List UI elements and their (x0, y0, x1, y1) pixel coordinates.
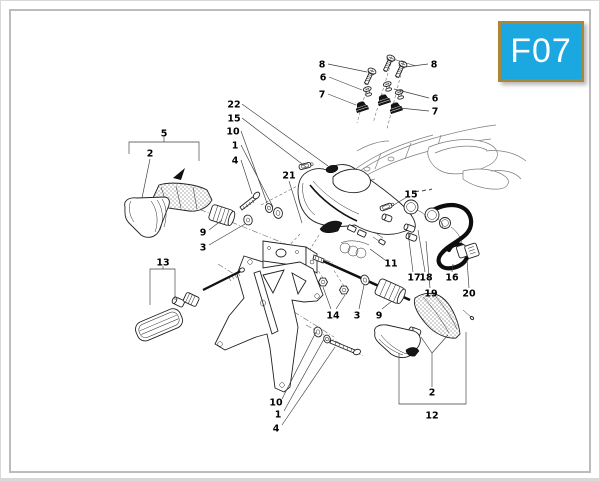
part-number-label: 9 (376, 310, 383, 321)
part-number-label: 10 (269, 397, 283, 408)
part-number-label: 1 (232, 140, 239, 151)
plate-light-bulb (171, 296, 185, 307)
rubber-grommet-7 (354, 100, 368, 112)
undertail-cover (298, 161, 415, 234)
part-number-label: 3 (354, 310, 361, 321)
part-number-label: 16 (445, 272, 459, 283)
part-number-label: 3 (200, 242, 207, 253)
figure-code-label: F07 (510, 32, 572, 71)
part-number-label: 15 (404, 189, 417, 200)
bracket-line (150, 269, 175, 305)
part-number-label: 21 (282, 170, 295, 181)
part-number-label: 22 (227, 99, 240, 110)
part-number-label: 6 (320, 72, 327, 83)
leader-line (241, 131, 267, 203)
leader-line (359, 285, 364, 309)
washer-10 (265, 203, 274, 213)
part-number-label: 4 (232, 155, 239, 166)
rubber-grommet-7 (388, 101, 402, 113)
leader-line (418, 230, 425, 272)
screw-8 (381, 54, 396, 74)
part-number-label: 9 (200, 227, 207, 238)
leader-line (336, 295, 345, 309)
part-number-label: 5 (161, 128, 168, 139)
part-number-label: 11 (384, 258, 397, 269)
screw-8 (362, 67, 377, 87)
rubber-grommet-7 (376, 93, 390, 105)
part-number-label: 12 (425, 410, 438, 421)
bracket-line (421, 337, 432, 387)
part-number-label: 10 (226, 126, 240, 137)
spacer-6 (383, 81, 393, 92)
part-number-label: 18 (419, 272, 433, 283)
tail-bulb (405, 232, 417, 241)
leader-line (328, 94, 356, 105)
leader-line (209, 224, 245, 245)
part-number-label: 2 (147, 148, 154, 159)
leader-line (328, 64, 367, 72)
nut-14 (319, 278, 328, 286)
part-number-label: 8 (319, 59, 326, 70)
bottom-fasteners (313, 326, 361, 356)
leader-line (382, 301, 392, 309)
leader-line (242, 104, 328, 166)
plate-light-socket (183, 292, 200, 307)
leader-line (323, 287, 331, 309)
leader-line (405, 64, 428, 67)
part-number-label: 8 (431, 59, 438, 70)
washer-1 (273, 207, 284, 219)
part-number-label: 4 (273, 423, 280, 434)
part-number-label: 13 (156, 257, 169, 268)
leader-line (142, 159, 150, 198)
nut-14 (340, 286, 349, 294)
part-number-label: 20 (462, 288, 476, 299)
figure-code-badge: F07 (498, 21, 584, 82)
part-number-label: 2 (429, 387, 436, 398)
spacer-6 (363, 86, 373, 97)
bracket-line (432, 335, 448, 353)
bolt-4 (240, 191, 261, 210)
part-number-label: 14 (326, 310, 340, 321)
part-number-label: 1 (275, 409, 282, 420)
leader-line (400, 108, 429, 111)
leader-line (370, 249, 385, 260)
part-number-label: 19 (424, 288, 437, 299)
washer-3 (360, 274, 371, 286)
leader-line (241, 160, 252, 194)
part-number-label: 15 (227, 113, 240, 124)
part-number-label: 6 (432, 93, 439, 104)
rubber-mount-9 (374, 278, 407, 305)
direction-arrow (173, 168, 185, 180)
plate-light-lens (133, 306, 185, 343)
leader-line (467, 260, 469, 288)
washer-10 (313, 326, 323, 338)
mounting-screws-and-grommets (354, 54, 408, 114)
rubber-mount-9 (208, 204, 236, 227)
part-number-label: 7 (432, 106, 439, 117)
part-number-label: 7 (319, 89, 326, 100)
leader-line (329, 77, 362, 90)
bracket-line (129, 142, 199, 161)
